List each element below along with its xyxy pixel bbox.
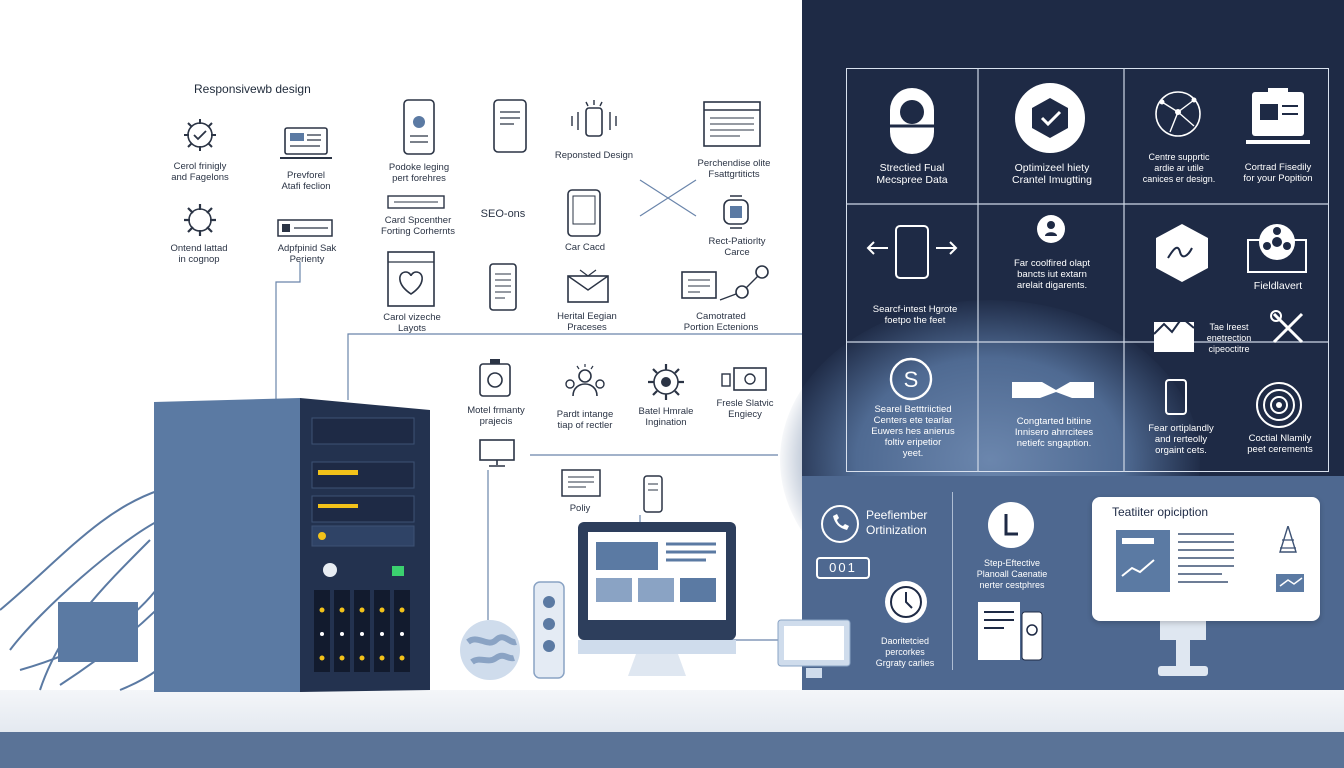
handheld-icon <box>643 475 663 513</box>
responsive-phone-icon <box>866 225 958 279</box>
grid-congratulated: Congtarted bitiine Innisero ahrrcitees n… <box>1014 416 1094 449</box>
label-responsive: Reponsted Design <box>554 150 634 161</box>
label-contracted: Camotrated Portion Ectenions <box>683 311 759 333</box>
label-redirect: Rect-Patiorlty Carce <box>708 236 766 258</box>
browser-window-icon <box>703 101 761 147</box>
label-central-friendly: Cerol frinigly and Fagelons <box>171 161 229 183</box>
label-adaptive: Adpfpinid Sak Perienty <box>277 243 337 265</box>
phone-call-icon <box>821 505 859 543</box>
label-card-sheet: Card Spcenther Forting Corhernts <box>381 215 455 237</box>
performance-title: Peefiember Ortinization <box>866 508 928 537</box>
card-monitor-stand <box>1158 620 1208 676</box>
vertical-divider <box>952 492 953 670</box>
server-rack <box>0 398 430 692</box>
phone-outline-icon <box>1165 379 1187 415</box>
handshake-icon <box>1012 382 1094 398</box>
grid-lines <box>846 68 1329 472</box>
label-perchandise: Perchendise olite Fsattgrtiticts <box>697 158 771 180</box>
s-circle-icon: S <box>889 357 933 401</box>
l-circle-icon <box>988 502 1034 548</box>
laptop-icon <box>280 127 332 159</box>
tablet-icon <box>493 99 527 153</box>
card-content <box>1116 526 1304 592</box>
grid-searel: Searel Betttriictied Centers ete tearlar… <box>871 404 955 459</box>
grid-structured: Strectied Fual Mecspree Data <box>876 162 948 186</box>
grid-central-nationally: Coctial Nlamily peet cerements <box>1247 433 1313 455</box>
mobile-device-icon <box>567 189 601 237</box>
clock-icon <box>885 581 927 623</box>
network-globe-icon <box>1155 91 1201 137</box>
gear-check-icon <box>184 119 216 151</box>
grid-field-layout: Fieldlavert <box>1253 280 1303 292</box>
phone-signal-icon <box>571 100 617 137</box>
page-title: Responsivewb design <box>194 82 311 96</box>
header-bar-icon <box>387 195 445 209</box>
label-card-card: Car Cacd <box>564 242 606 253</box>
floor <box>0 690 1344 732</box>
grid-optimized: Optimizeel hiety Crantel Imugtting <box>1012 162 1092 186</box>
label-seo: SEO-ons <box>480 208 526 220</box>
grid-fear-certainly: Fear ortiplandly and rerteolly orgaint c… <box>1148 423 1214 456</box>
cog-icon <box>648 364 684 400</box>
bottom-band <box>0 732 1344 768</box>
watch-icon <box>723 195 749 229</box>
chart-link-icon <box>681 265 769 301</box>
grid-centre: Centre supprtic ardie ar utile canices e… <box>1142 152 1216 184</box>
grid-far-coordinated: Far coolfired olapt bancts iut extarn ar… <box>1013 258 1091 291</box>
robot-head-icon <box>890 88 934 154</box>
counter-display: 001 <box>816 557 870 579</box>
connector-lines <box>275 179 802 641</box>
label-detail: Batel Hmrale Ingination <box>638 406 694 428</box>
shield-check-icon <box>1015 83 1085 153</box>
label-mobile: Motel frmanty prajecis <box>467 405 525 427</box>
heart-page-icon <box>387 251 435 307</box>
description-label: Daoritetcied percorkes Grgraty carlies <box>875 636 935 668</box>
film-reel-icon <box>1247 224 1307 273</box>
camera-screen-icon <box>721 367 767 391</box>
globe-icon <box>460 620 520 680</box>
settings-gear-icon <box>184 204 216 236</box>
document-phone-icon <box>978 602 1043 661</box>
phone-list-icon <box>489 263 517 311</box>
tools-icon <box>1270 310 1304 344</box>
svg-text:S: S <box>904 367 919 392</box>
document-window-icon <box>561 469 601 497</box>
camera-icon <box>479 359 511 397</box>
user-badge-icon <box>1037 215 1065 243</box>
mail-chart-icon <box>1153 316 1195 352</box>
envelope-icon <box>567 269 609 303</box>
label-carol-layouts: Carol vizeche Layots <box>383 312 441 334</box>
toolbar-icon <box>277 219 333 237</box>
small-monitor-icon <box>479 439 515 467</box>
laptop-screen-icon <box>777 619 851 678</box>
grid-central-friendly: Cortrad Fisedily for your Popition <box>1243 162 1313 184</box>
card-title: Teatiiter opiciption <box>1112 505 1209 519</box>
grid-the-least: Tae lreest enetrection cipeoctitre <box>1206 322 1252 354</box>
label-preferred: Prevforel Atafi feclion <box>281 170 331 192</box>
label-herital: Herital Eegian Praceses <box>557 311 617 333</box>
smartphone-icon <box>403 99 435 155</box>
label-portable: Podoke leging pert forehres <box>388 162 450 184</box>
clipboard-laptop-icon <box>1246 88 1310 144</box>
label-policy: Poliy <box>569 503 591 514</box>
speaker-remote-icon <box>533 581 565 679</box>
feature-grid <box>846 68 1329 472</box>
team-icon <box>565 364 605 397</box>
label-freshe: Fresle Slatvic Engiecy <box>716 398 774 420</box>
label-ontend: Ontend lattad in cognop <box>170 243 228 265</box>
target-spiral-icon <box>1256 382 1302 428</box>
step-effective-label: Step-Eftective Planoall Caenatie nerter … <box>976 558 1048 590</box>
label-parent: Pardt intange tiap of rectler <box>556 409 614 431</box>
signature-hex-icon <box>1156 224 1208 282</box>
grid-search-result: Searcf-intest Hgrote foetpo the feet <box>872 304 958 326</box>
desktop-monitor[interactable] <box>576 520 738 682</box>
